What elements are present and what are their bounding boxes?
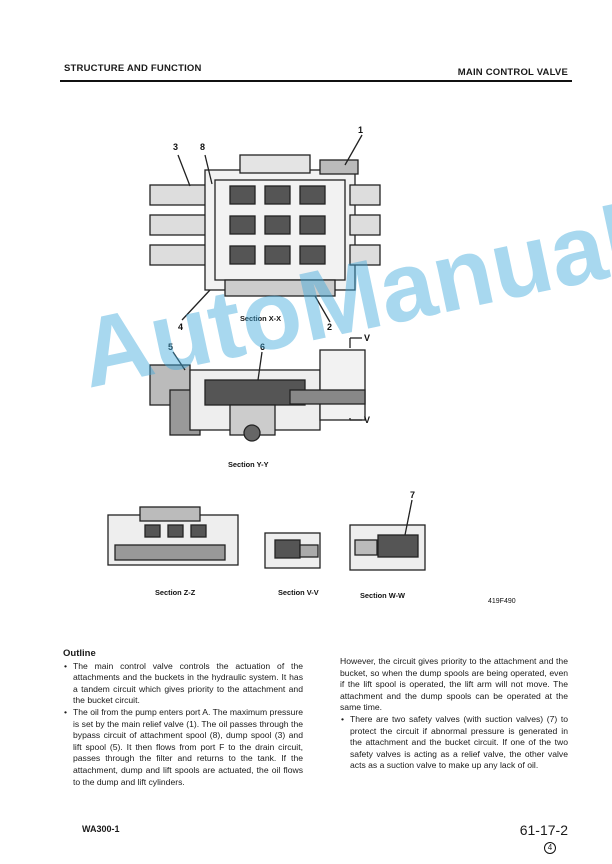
section-w-w-drawing (349, 499, 426, 571)
caption-section-x-x: Section X-X (240, 314, 281, 323)
outline-bullet-3: There are two safety valves (with suctio… (341, 714, 568, 772)
callout-3: 3 (173, 142, 178, 152)
figure-code: 419F490 (488, 598, 516, 605)
section-title: STRUCTURE AND FUNCTION (64, 63, 202, 74)
outline-continuation: However, the circuit gives priority to t… (340, 656, 568, 713)
outline-list-right: There are two safety valves (with suctio… (340, 714, 568, 772)
callout-5: 5 (168, 342, 173, 352)
page-number: 61-17-2 (519, 822, 568, 838)
outline-list: The main control valve controls the actu… (63, 661, 303, 789)
revision-mark: 4 (544, 842, 556, 854)
caption-section-v-v: Section V-V (278, 588, 319, 597)
callout-6: 6 (260, 342, 265, 352)
view-mark-v-top: V (364, 333, 370, 343)
view-mark-v-bottom: V (364, 415, 370, 425)
outline-bullet-2: The oil from the pump enters port A. The… (64, 707, 303, 788)
section-x-x-drawing (149, 134, 381, 323)
section-y-y-drawing (149, 337, 366, 442)
model-number: WA300-1 (82, 824, 120, 834)
outline-right-column: However, the circuit gives priority to t… (340, 656, 568, 772)
caption-section-z-z: Section Z-Z (155, 588, 196, 597)
page-heading: MAIN CONTROL VALVE (457, 67, 568, 78)
callout-1: 1 (358, 125, 363, 135)
section-z-z-drawing (107, 506, 239, 566)
section-v-v-drawing (264, 532, 321, 569)
header-divider (60, 80, 572, 82)
callout-7: 7 (410, 490, 415, 500)
callout-8: 8 (200, 142, 205, 152)
caption-section-w-w: Section W-W (360, 591, 405, 600)
outline-heading: Outline (63, 648, 96, 659)
callout-4: 4 (178, 322, 183, 332)
valve-section-drawings: 1 2 3 4 5 6 7 8 V V Section X-X Section … (107, 125, 516, 605)
outline-bullet-1: The main control valve controls the actu… (64, 661, 303, 707)
caption-section-y-y: Section Y-Y (228, 460, 269, 469)
callout-2: 2 (327, 322, 332, 332)
outline-left-column: Outline The main control valve controls … (63, 648, 303, 788)
